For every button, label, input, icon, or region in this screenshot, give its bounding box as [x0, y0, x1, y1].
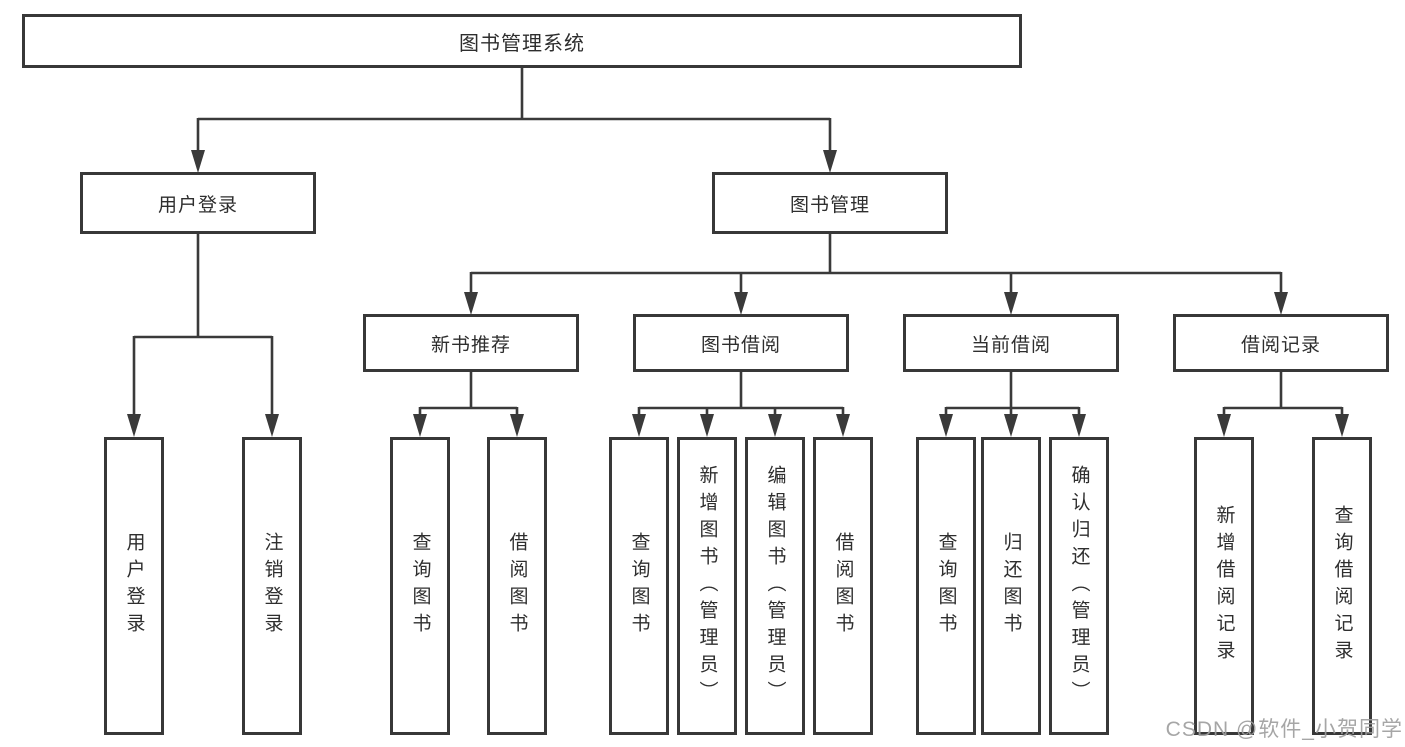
- node-borrow-records: 借阅记录: [1173, 314, 1389, 372]
- leaf-current-return-book-label: 归还图书: [1000, 532, 1022, 640]
- leaf-borrow-query-book-label: 查询图书: [628, 532, 650, 640]
- leaf-borrow-borrow-book: 借阅图书: [813, 437, 873, 735]
- node-root-label: 图书管理系统: [459, 32, 585, 55]
- leaf-current-return-book: 归还图书: [981, 437, 1041, 735]
- leaf-current-query-book: 查询图书: [916, 437, 976, 735]
- leaf-logout: 注销登录: [242, 437, 302, 735]
- node-current-borrow-label: 当前借阅: [970, 334, 1051, 356]
- leaf-borrow-borrow-book-label: 借阅图书: [832, 532, 854, 640]
- leaf-records-add-record: 新增借阅记录: [1194, 437, 1254, 735]
- node-book-borrow: 图书借阅: [633, 314, 849, 372]
- node-borrow-records-label: 借阅记录: [1240, 334, 1321, 356]
- leaf-borrow-add-book: 新增图书（管理员）: [677, 437, 737, 735]
- leaf-borrow-query-book: 查询图书: [609, 437, 669, 735]
- leaf-recommend-borrow-book: 借阅图书: [487, 437, 547, 735]
- arrowheads: [127, 150, 1349, 437]
- leaf-borrow-edit-book-label: 编辑图书（管理员）: [764, 464, 786, 708]
- csdn-watermark: CSDN @软件_小贺同学: [1165, 718, 1403, 741]
- leaf-records-query-record-label: 查询借阅记录: [1331, 505, 1353, 667]
- leaf-user-login-label: 用户登录: [123, 532, 145, 640]
- leaf-user-login: 用户登录: [104, 437, 164, 735]
- leaf-records-add-record-label: 新增借阅记录: [1213, 505, 1235, 667]
- leaf-recommend-borrow-book-label: 借阅图书: [506, 532, 528, 640]
- leaf-current-confirm-return-label: 确认归还（管理员）: [1068, 464, 1090, 708]
- node-user-login-label: 用户登录: [157, 194, 238, 216]
- leaf-records-query-record: 查询借阅记录: [1312, 437, 1372, 735]
- node-book-borrow-label: 图书借阅: [700, 334, 781, 356]
- node-book-management: 图书管理: [712, 172, 948, 234]
- leaf-borrow-edit-book: 编辑图书（管理员）: [745, 437, 805, 735]
- node-current-borrow: 当前借阅: [903, 314, 1119, 372]
- leaf-current-query-book-label: 查询图书: [935, 532, 957, 640]
- node-new-book-recommend-label: 新书推荐: [430, 334, 511, 356]
- leaf-current-confirm-return: 确认归还（管理员）: [1049, 437, 1109, 735]
- node-book-management-label: 图书管理: [789, 194, 870, 216]
- node-new-book-recommend: 新书推荐: [363, 314, 579, 372]
- leaf-logout-label: 注销登录: [261, 532, 283, 640]
- node-user-login: 用户登录: [80, 172, 316, 234]
- leaf-borrow-add-book-label: 新增图书（管理员）: [696, 464, 718, 708]
- node-root-system: 图书管理系统: [22, 14, 1022, 68]
- leaf-recommend-query-book-label: 查询图书: [409, 532, 431, 640]
- leaf-recommend-query-book: 查询图书: [390, 437, 450, 735]
